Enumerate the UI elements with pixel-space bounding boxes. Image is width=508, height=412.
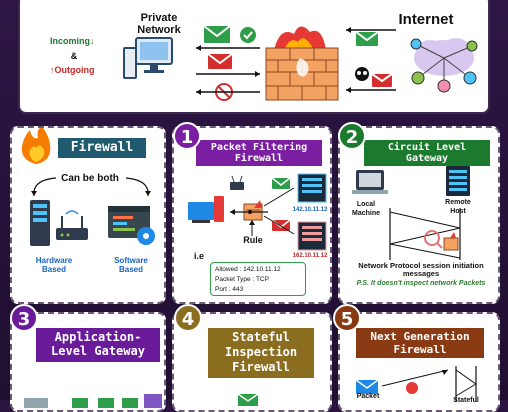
firewall-title: Firewall: [58, 138, 146, 158]
right-traffic-icons: [346, 27, 396, 93]
laptop-icon: [352, 170, 388, 194]
application-bottom-icons: [24, 394, 162, 408]
outgoing-label: ↑Outgoing: [50, 65, 95, 75]
branch-arrows: [31, 177, 151, 197]
circuit-level-card: Circuit Level Gateway Local Machine Remo…: [338, 126, 500, 304]
envelope-icon: [237, 393, 259, 406]
firewall-brick-icon: [265, 26, 339, 101]
computer-icon: [123, 37, 173, 79]
stateful-inspection-title: Stateful Inspection Firewall: [208, 328, 314, 378]
application-level-title: Application-Level Gateway: [36, 328, 160, 362]
stateful-label: Stateful: [453, 397, 479, 404]
ampersand-label: &: [70, 51, 78, 61]
circuit-note: P.S. It doesn't inspect network Packets: [356, 280, 486, 287]
step-5-badge: 5: [333, 304, 361, 332]
next-generation-title: Next Generation Firewall: [356, 328, 484, 358]
ie-label: i.e: [194, 251, 205, 261]
hardware-label: Hardware Based: [35, 256, 73, 274]
left-traffic-icons: [196, 25, 260, 101]
firewall-card: Firewall Can be both Hardware Based Soft…: [10, 126, 166, 304]
software-label: Software Based: [114, 256, 148, 274]
packet-filtering-diagram: [188, 173, 327, 251]
local-machine-label: Local Machine: [351, 201, 380, 217]
rule-port: Port : 443: [215, 286, 244, 293]
circuit-level-title: Circuit Level Gateway: [364, 140, 490, 166]
internet-label: Internet: [398, 11, 454, 28]
remote-host-label: Remote Host: [445, 199, 471, 215]
next-generation-diagram: [355, 366, 477, 402]
private-network-label: Private Network: [137, 12, 181, 36]
can-be-both-label: Can be both: [61, 173, 119, 184]
rule-box: Allowed : 142.10.11.12 Packet Type : TCP…: [210, 262, 306, 296]
server-icon: [446, 166, 470, 196]
packet-label: Packet: [356, 393, 380, 400]
step-1-badge: 1: [173, 122, 201, 150]
step-2-badge: 2: [338, 122, 366, 150]
rule-allowed: Allowed : 142.10.11.12: [215, 266, 281, 273]
fire-icon: [21, 128, 51, 164]
next-generation-card: Next Generation Firewall Packet Stateful: [338, 312, 500, 412]
ip-allowed-label: 142.10.11.12: [292, 207, 328, 213]
packet-filtering-card: Packet Filtering Firewall 142.10.11.12 1…: [172, 126, 332, 304]
software-window-icon: [108, 206, 155, 245]
rule-label: Rule: [243, 235, 263, 245]
session-handshake-lines: [389, 208, 461, 260]
incoming-label: Incoming↓: [50, 36, 95, 46]
hardware-icon: [30, 200, 88, 246]
step-4-badge: 4: [174, 304, 202, 332]
ip-blocked-label: 162.10.11.12: [292, 253, 328, 259]
overview-card: Private Network Internet Incoming↓ & ↑Ou…: [18, 0, 490, 114]
cloud-network-icon: [410, 38, 478, 93]
session-caption: Network Protocol session initiation mess…: [358, 261, 484, 278]
rule-packet-type: Packet Type : TCP: [215, 276, 269, 283]
packet-filtering-title: Packet Filtering Firewall: [196, 140, 322, 166]
step-3-badge: 3: [10, 304, 38, 332]
